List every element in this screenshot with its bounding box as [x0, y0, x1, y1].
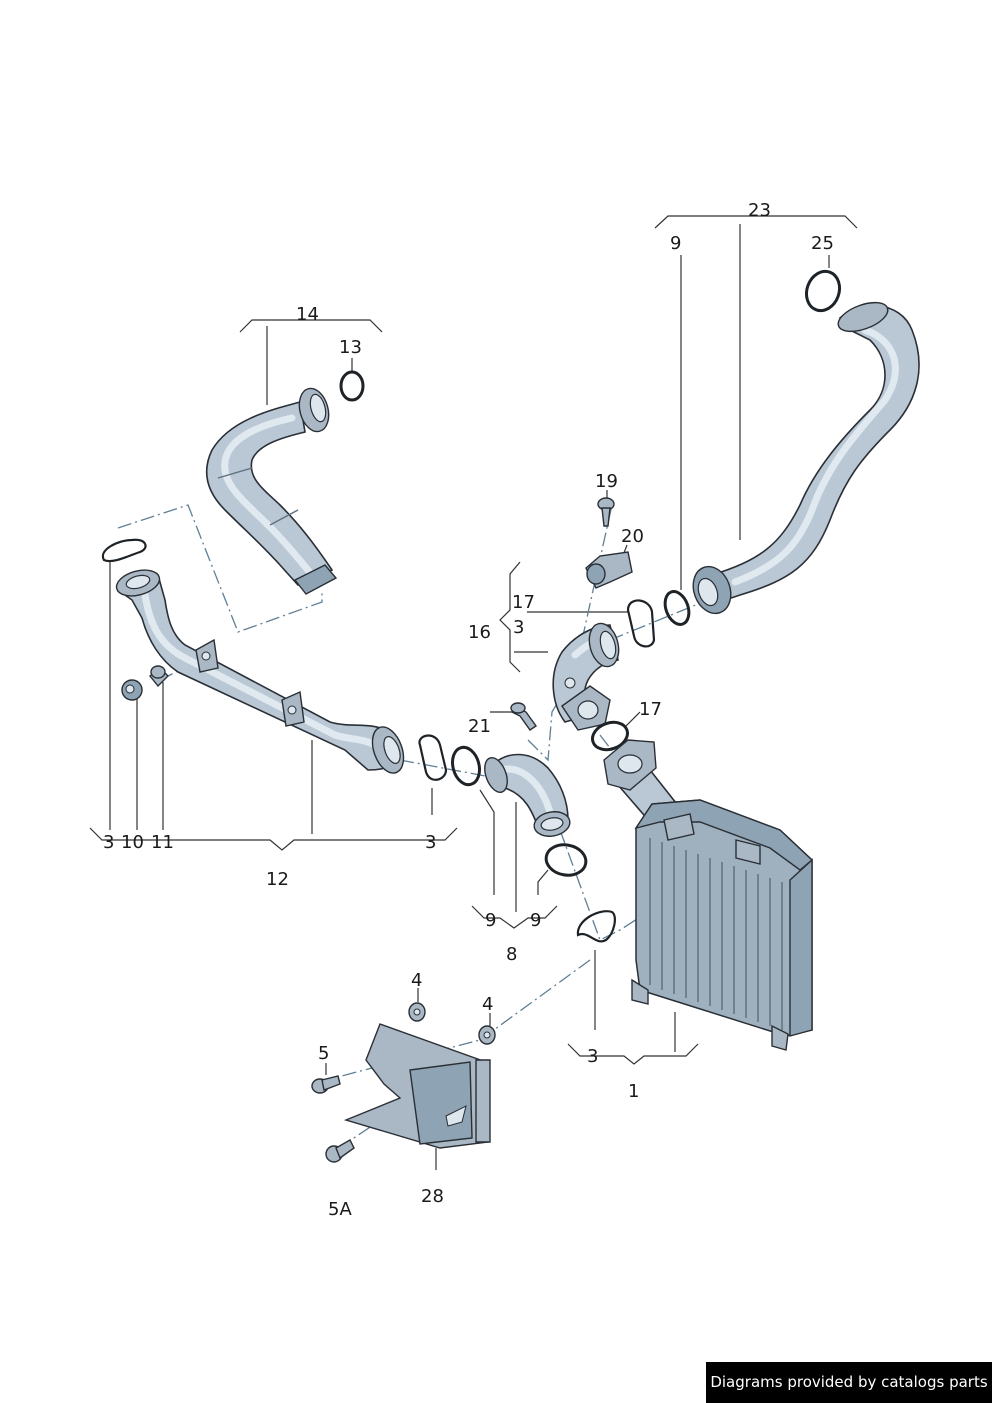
label-4-left: 4 [411, 970, 422, 991]
label-3-bottom: 3 [587, 1046, 598, 1067]
elbow-connector-16 [552, 622, 620, 731]
o-ring-9-upper [663, 590, 691, 626]
label-25: 25 [811, 233, 834, 254]
bolt-5 [311, 1075, 341, 1094]
label-3-upper: 3 [513, 617, 524, 638]
leader-lines [89, 215, 858, 1170]
label-20: 20 [621, 526, 644, 547]
grommet-10 [121, 679, 143, 701]
label-23: 23 [748, 200, 771, 221]
label-9-top: 9 [670, 233, 681, 254]
label-8: 8 [506, 944, 517, 965]
label-3-left: 3 [103, 832, 114, 853]
label-17-upper: 17 [512, 592, 535, 613]
label-5: 5 [318, 1043, 329, 1064]
clip-3-left [101, 538, 147, 563]
pressure-hose-23 [692, 301, 920, 615]
o-ring-13 [339, 370, 365, 402]
label-13: 13 [339, 337, 362, 358]
label-1: 1 [628, 1081, 639, 1102]
o-ring-17 [591, 720, 629, 752]
callout-labels: 23 9 25 14 13 19 20 17 3 16 17 21 3 10 1… [103, 200, 834, 1220]
clip-3-lower [576, 910, 616, 943]
nut-4-right [478, 1025, 496, 1045]
elbow-hose-8 [484, 753, 571, 837]
intercooler-1 [603, 739, 814, 1051]
o-ring-9-lower [544, 843, 588, 877]
pressure-sensor-20 [585, 551, 633, 589]
label-9-right: 9 [530, 910, 541, 931]
label-11: 11 [151, 832, 174, 853]
label-21: 21 [468, 716, 491, 737]
screw-19 [597, 497, 615, 527]
bolt-21 [510, 702, 537, 731]
pressure-hose-14 [205, 387, 338, 595]
charge-air-pipe-12 [115, 569, 405, 774]
air-guide-28 [343, 1023, 491, 1149]
label-9-left: 9 [485, 910, 496, 931]
label-12: 12 [266, 869, 289, 890]
plug-11 [149, 665, 169, 688]
label-3-right: 3 [425, 832, 436, 853]
label-28: 28 [421, 1186, 444, 1207]
label-19: 19 [595, 471, 618, 492]
label-10: 10 [121, 832, 144, 853]
credit-banner: Diagrams provided by catalogs parts [706, 1362, 992, 1403]
label-14: 14 [296, 304, 319, 325]
label-16: 16 [468, 622, 491, 643]
bolt-5a [325, 1139, 355, 1163]
clip-3-upper [626, 599, 656, 648]
clip-3-mid [418, 734, 448, 781]
label-17-lower: 17 [639, 699, 662, 720]
label-5a: 5A [328, 1199, 352, 1220]
o-ring-25 [804, 269, 842, 313]
label-4-right: 4 [482, 994, 493, 1015]
nut-4-left [408, 1002, 426, 1022]
o-ring-9-mid [451, 745, 481, 787]
